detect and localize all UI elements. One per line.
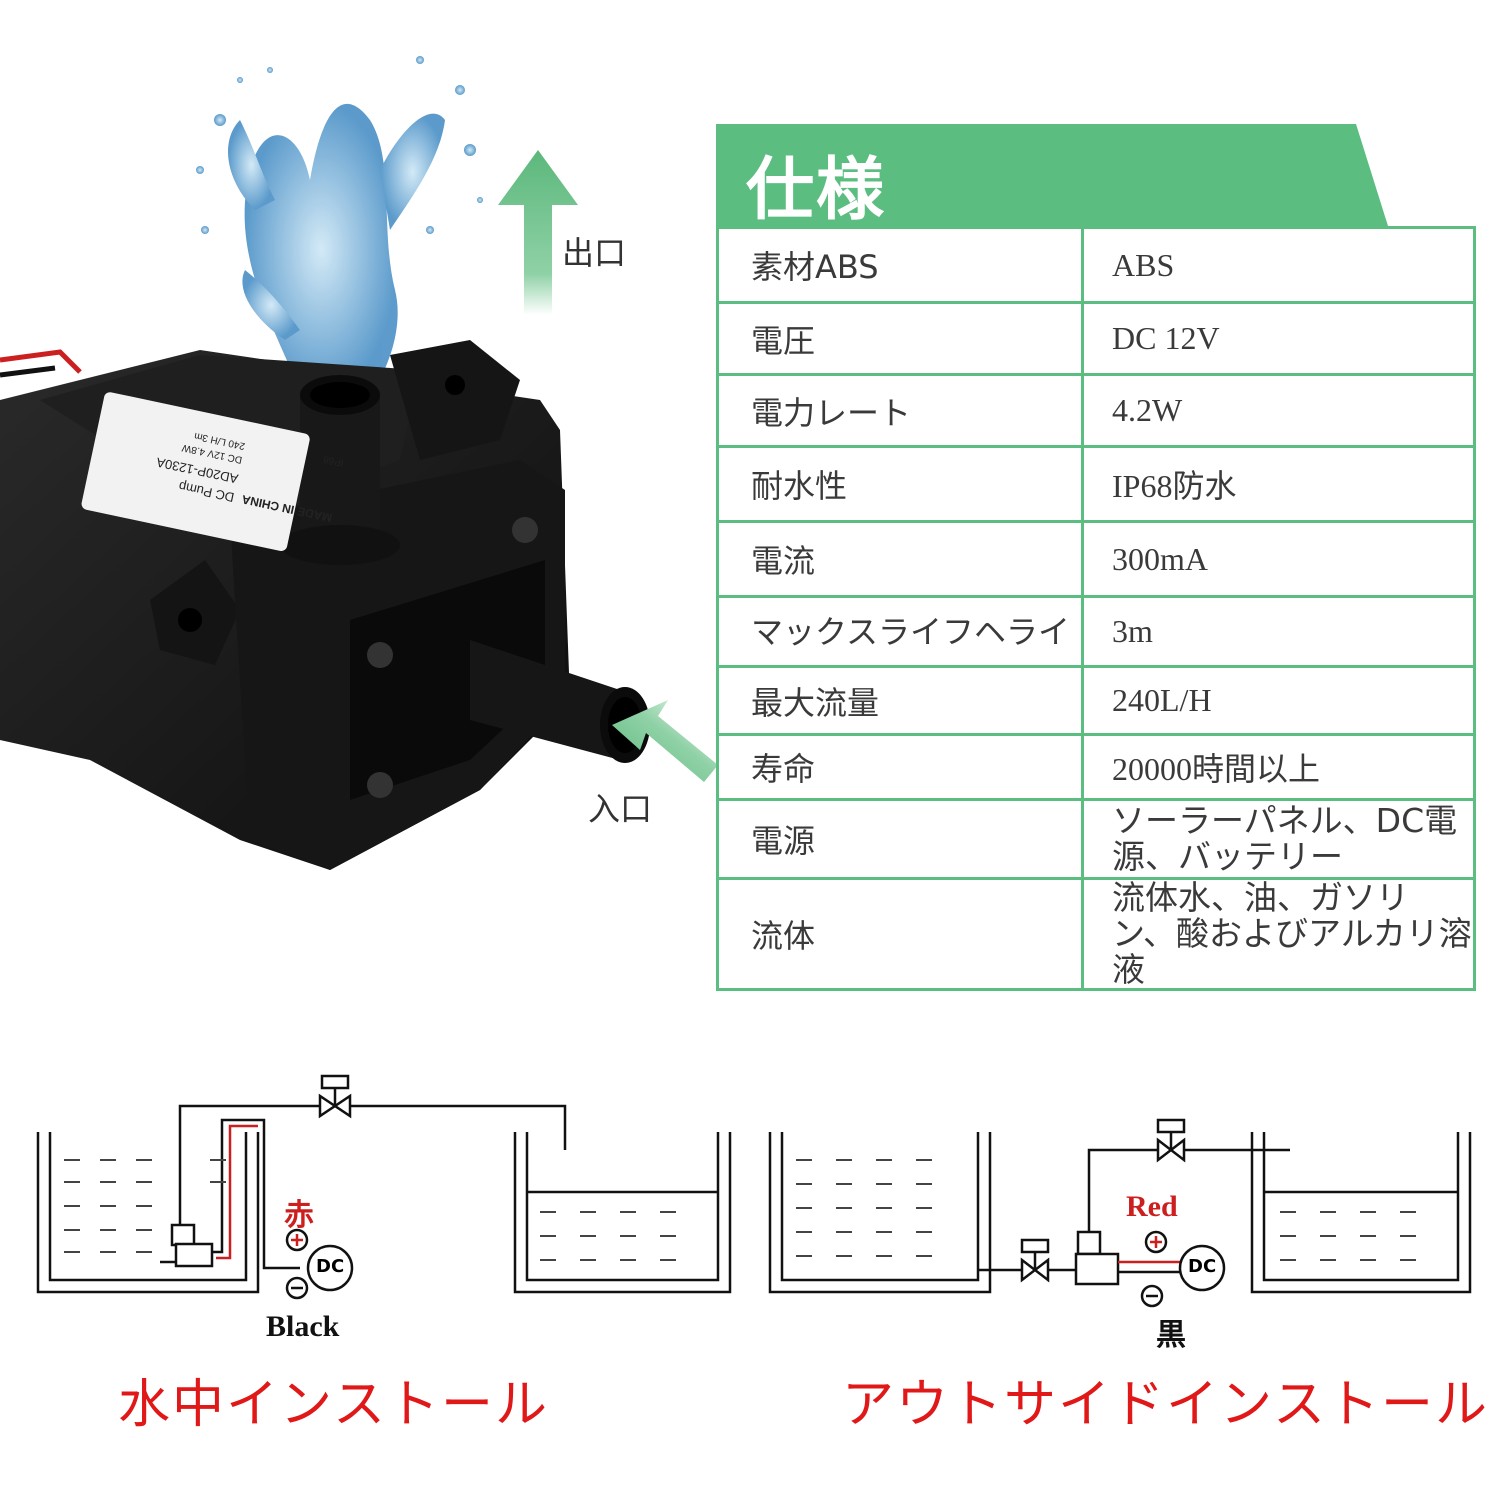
outside-diagram — [768, 1118, 1472, 1308]
right-dc-label: DC — [1188, 1256, 1217, 1277]
pump-illustration: DC Pump AD20P-1230A DC 12V 4.8W 240 L/H … — [0, 0, 720, 900]
submersible-diagram — [36, 1074, 732, 1300]
spec-value: 4.2W — [1081, 373, 1476, 448]
spec-value: 300mA — [1081, 520, 1476, 598]
outside-caption: アウトサイドインストール — [842, 1375, 1489, 1435]
pump-label — [81, 392, 310, 552]
spec-row: 流体 流体水、油、ガソリン、酸およびアルカリ溶液 — [716, 877, 1476, 991]
spec-row: 電力レート 4.2W — [716, 373, 1476, 448]
spec-label: 最大流量 — [716, 665, 1084, 736]
inlet-arrow — [612, 700, 718, 782]
left-positive-label: 赤 — [284, 1199, 314, 1232]
spec-row: 最大流量 240L/H — [716, 665, 1476, 736]
pump-body — [0, 340, 650, 870]
spec-row: 電流 300mA — [716, 520, 1476, 598]
spec-label: 素材ABS — [716, 226, 1084, 304]
spec-label: 電流 — [716, 520, 1084, 598]
spec-row: 耐水性 IP68防水 — [716, 445, 1476, 523]
spec-row: 電圧 DC 12V — [716, 301, 1476, 376]
water-pattern — [64, 1159, 1416, 1261]
spec-label: マックスライフヘライ — [716, 595, 1084, 668]
spec-table: 素材ABS ABS 電圧 DC 12V 電力レート 4.2W 耐水性 IP68防… — [716, 226, 1476, 991]
spec-row: マックスライフヘライ 3m — [716, 595, 1476, 668]
spec-value: IP68防水 — [1081, 445, 1476, 523]
spec-row: 寿命 20000時間以上 — [716, 733, 1476, 801]
spec-value: ABS — [1081, 226, 1476, 304]
outlet-label: 出口 — [562, 234, 627, 272]
left-negative-label: Black — [266, 1310, 340, 1343]
spec-label: 流体 — [716, 877, 1084, 991]
submersible-caption: 水中インストール — [118, 1375, 549, 1435]
pump-label-ip: IP68 — [322, 453, 345, 468]
spec-header: 仕様 — [716, 124, 1476, 230]
spec-value: 20000時間以上 — [1081, 733, 1476, 801]
spec-label: 耐水性 — [716, 445, 1084, 523]
spec-title: 仕様 — [746, 151, 887, 230]
left-dc-label: DC — [316, 1256, 345, 1277]
spec-row: 素材ABS ABS — [716, 226, 1476, 304]
outlet-arrow — [498, 150, 578, 315]
spec-value: 流体水、油、ガソリン、酸およびアルカリ溶液 — [1081, 877, 1476, 991]
spec-row: 電源 ソーラーパネル、DC電源、バッテリー — [716, 798, 1476, 880]
right-positive-label: Red — [1126, 1190, 1178, 1223]
water-spray — [196, 56, 483, 395]
spec-value: 240L/H — [1081, 665, 1476, 736]
spec-label: 電圧 — [716, 301, 1084, 376]
spec-value: DC 12V — [1081, 301, 1476, 376]
right-negative-label: 黒 — [1156, 1319, 1186, 1352]
spec-label: 寿命 — [716, 733, 1084, 801]
spec-value: ソーラーパネル、DC電源、バッテリー — [1081, 798, 1476, 880]
inlet-label: 入口 — [588, 790, 653, 828]
spec-label: 電力レート — [716, 373, 1084, 448]
spec-value: 3m — [1081, 595, 1476, 668]
spec-label: 電源 — [716, 798, 1084, 880]
installation-diagrams — [0, 1060, 1500, 1360]
